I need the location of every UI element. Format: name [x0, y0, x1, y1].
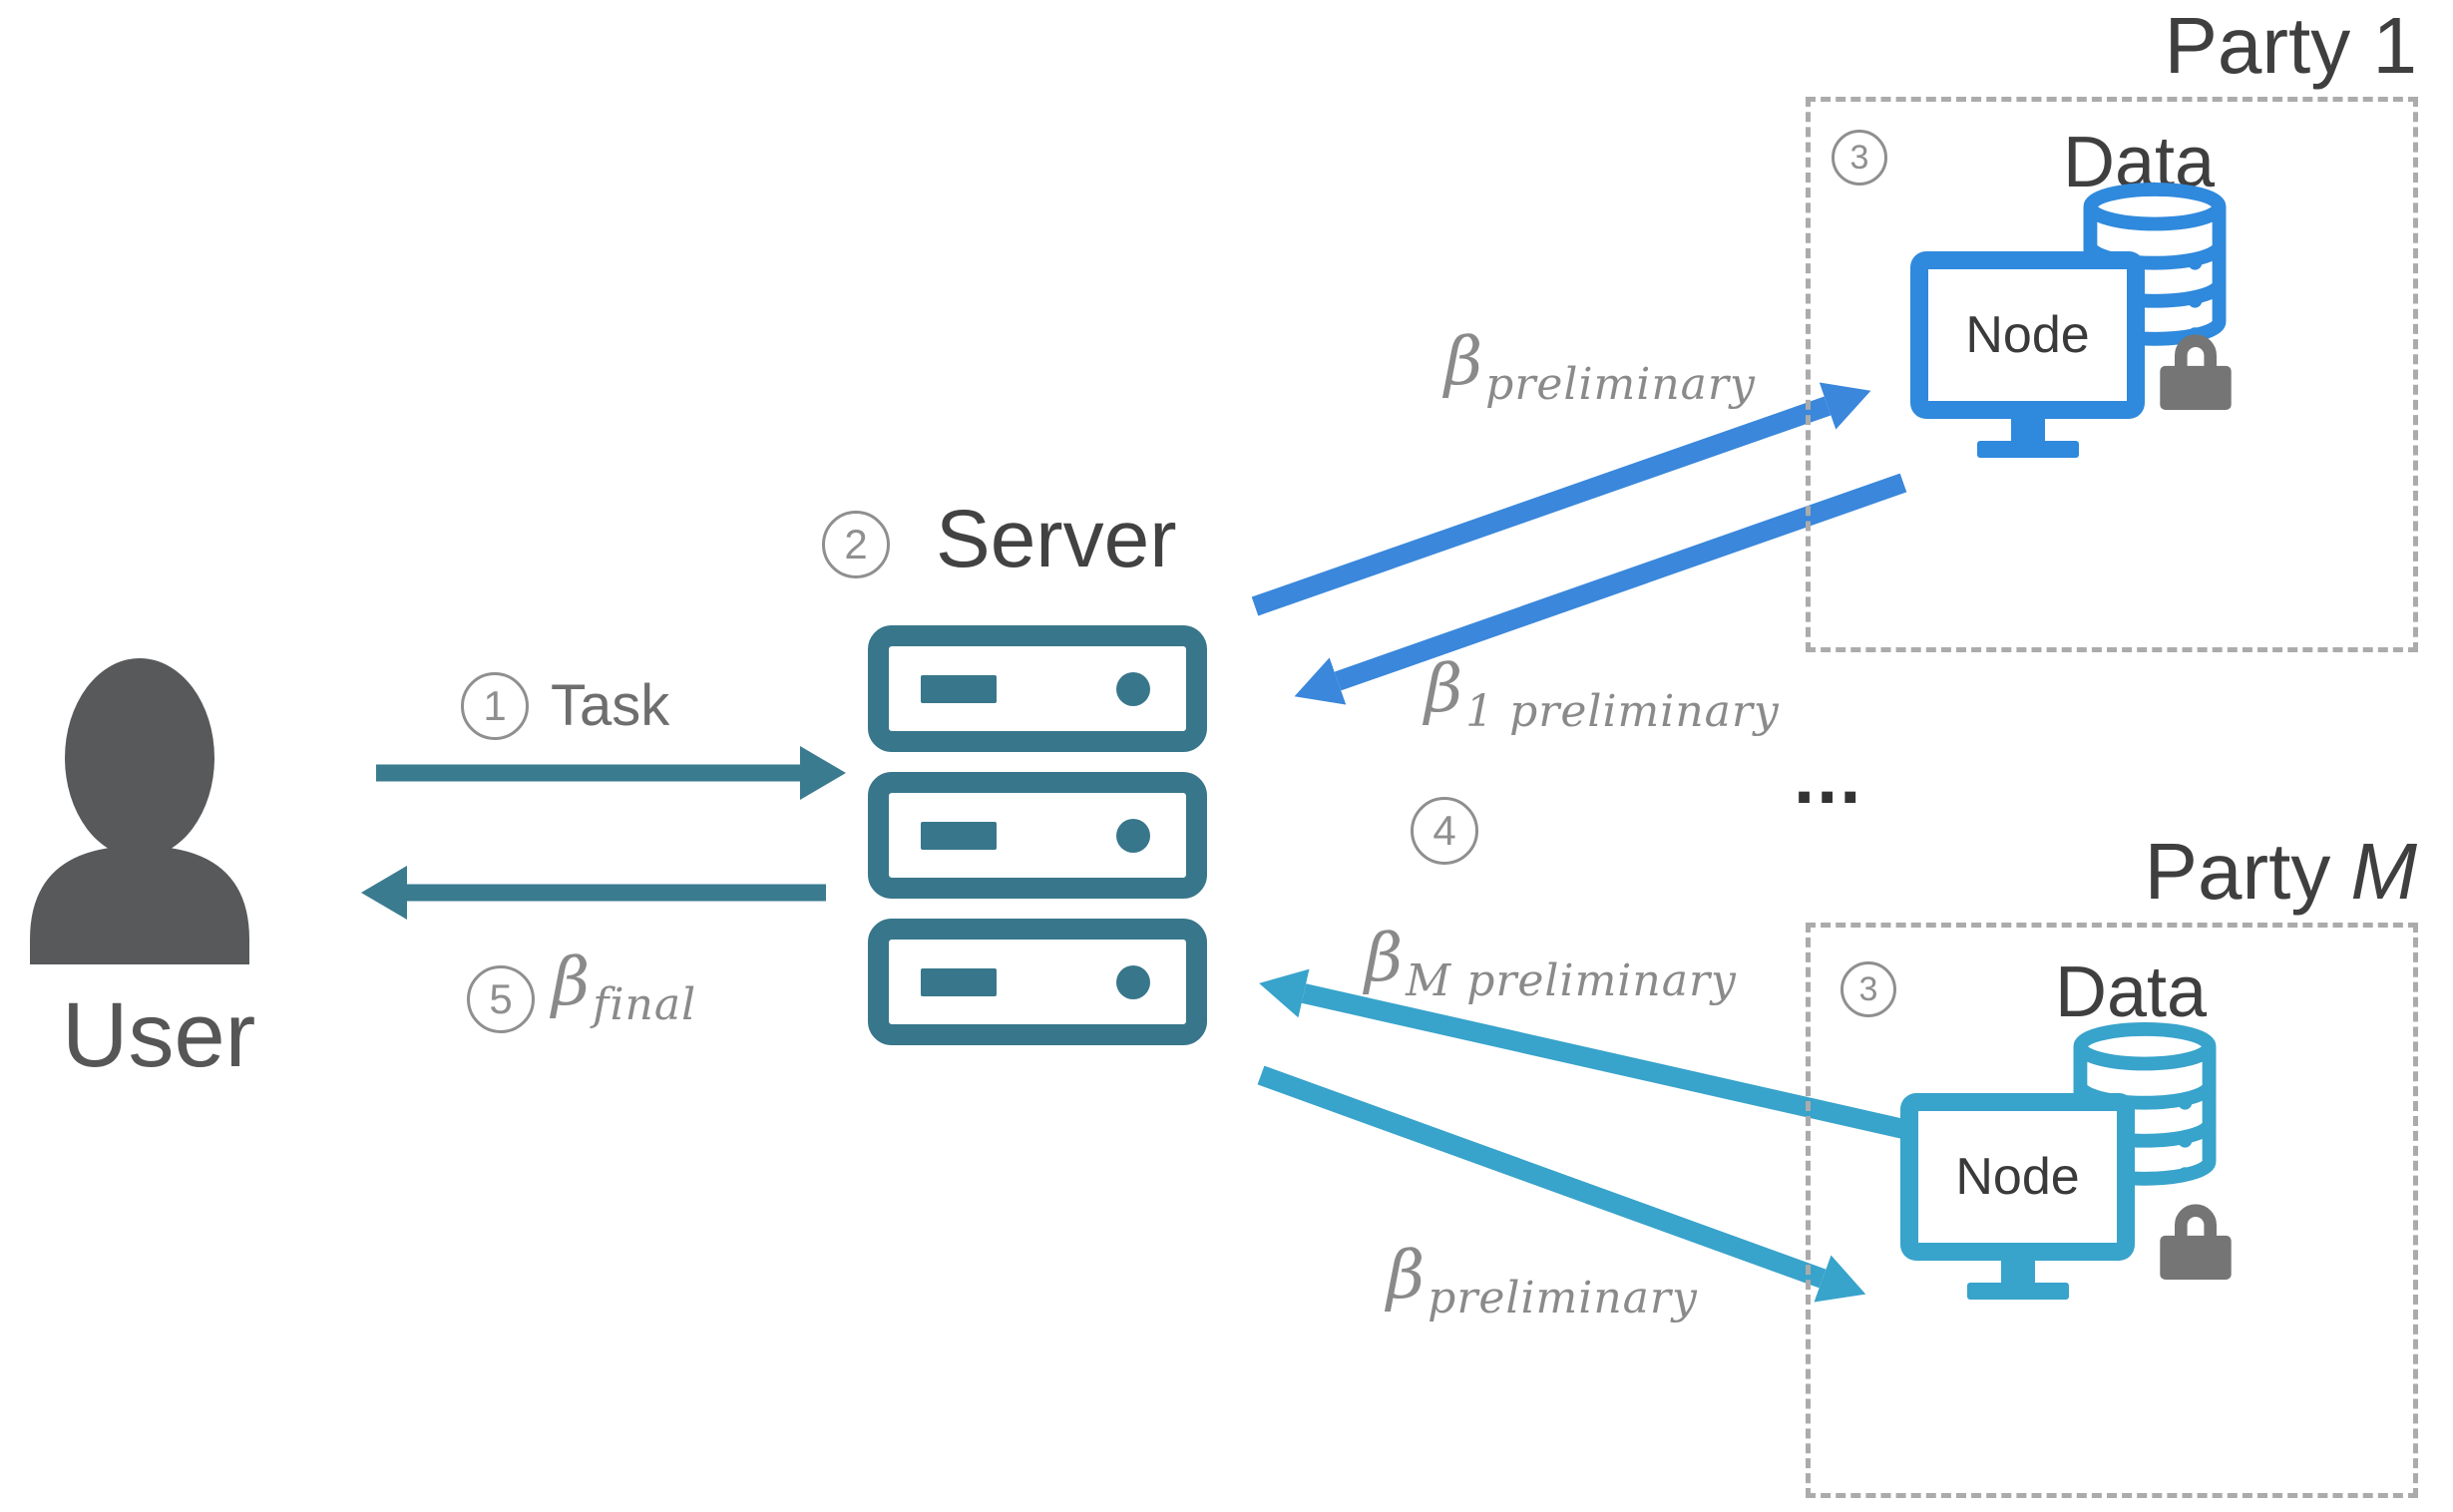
beta-symbol: β	[1365, 920, 1404, 996]
beta-symbol: β	[1425, 650, 1463, 727]
step-2-badge: 2	[822, 511, 890, 578]
partyM-node-label: Node	[1955, 1148, 2080, 1206]
beta-subscript: final	[593, 979, 697, 1030]
arrow-server-to-partyM	[1257, 1065, 1866, 1303]
server-slot-icon	[921, 967, 997, 996]
beta-subscript: preliminary	[1428, 1273, 1698, 1323]
beta-symbol: β	[552, 944, 591, 1020]
server-led-icon	[1116, 671, 1150, 706]
beta-subscript: M preliminary	[1406, 955, 1737, 1006]
partyM-title-prefix: Party	[2144, 827, 2331, 916]
party1-panel	[1806, 97, 2418, 652]
beta-M-preliminary-label: βM preliminary	[1365, 926, 1737, 1003]
parties-ellipsis: ...	[1794, 735, 1863, 820]
partyM-step-3-badge: 3	[1840, 961, 1896, 1017]
partyM-node-monitor-icon: Node	[1900, 1093, 2135, 1300]
beta-symbol: β	[1444, 323, 1483, 400]
party1-node-monitor-icon: Node	[1910, 251, 2145, 458]
beta-symbol: β	[1387, 1237, 1426, 1314]
partyM-data-label: Data	[2055, 952, 2208, 1032]
arrow-server-to-party1	[1251, 382, 1871, 616]
beta-subscript: 1 preliminary	[1465, 686, 1780, 737]
monitor-neck	[2000, 1261, 2035, 1283]
server-slot-icon	[921, 674, 997, 703]
server-led-icon	[1116, 964, 1150, 999]
step-4-badge: 4	[1411, 797, 1478, 865]
monitor-base	[1966, 1283, 2069, 1300]
party1-node-label: Node	[1965, 306, 2090, 364]
task-label: Task	[551, 673, 670, 738]
monitor-neck	[2010, 419, 2045, 441]
beta-1-preliminary-label: β1 preliminary	[1425, 656, 1780, 734]
party1-step-3-badge: 3	[1832, 130, 1887, 186]
server-label: Server	[936, 494, 1177, 584]
user-label: User	[62, 984, 256, 1086]
server-icon	[868, 625, 1207, 1065]
beta-final-label: βfinal	[552, 949, 696, 1027]
beta-preliminary-to-party1-label: βpreliminary	[1444, 329, 1756, 407]
monitor-base	[1976, 441, 2079, 458]
user-icon	[30, 658, 249, 964]
beta-subscript: preliminary	[1485, 359, 1756, 410]
server-unit	[868, 919, 1207, 1045]
server-unit	[868, 625, 1207, 752]
beta-preliminary-to-partyM-label: βpreliminary	[1387, 1243, 1698, 1321]
step-5-badge: 5	[467, 965, 535, 1033]
party1-lock-icon	[2160, 334, 2232, 410]
partyM-lock-icon	[2160, 1204, 2232, 1280]
monitor-screen: Node	[1900, 1093, 2135, 1261]
arrow-partyM-to-server	[1259, 968, 1986, 1157]
server-led-icon	[1116, 818, 1150, 853]
partyM-title-m: M	[2350, 827, 2417, 916]
server-unit	[868, 772, 1207, 899]
monitor-screen: Node	[1910, 251, 2145, 419]
party1-title: Party 1	[2164, 1, 2417, 90]
partyM-panel	[1806, 923, 2418, 1498]
server-slot-icon	[921, 821, 997, 850]
step-1-badge: 1	[461, 672, 529, 740]
